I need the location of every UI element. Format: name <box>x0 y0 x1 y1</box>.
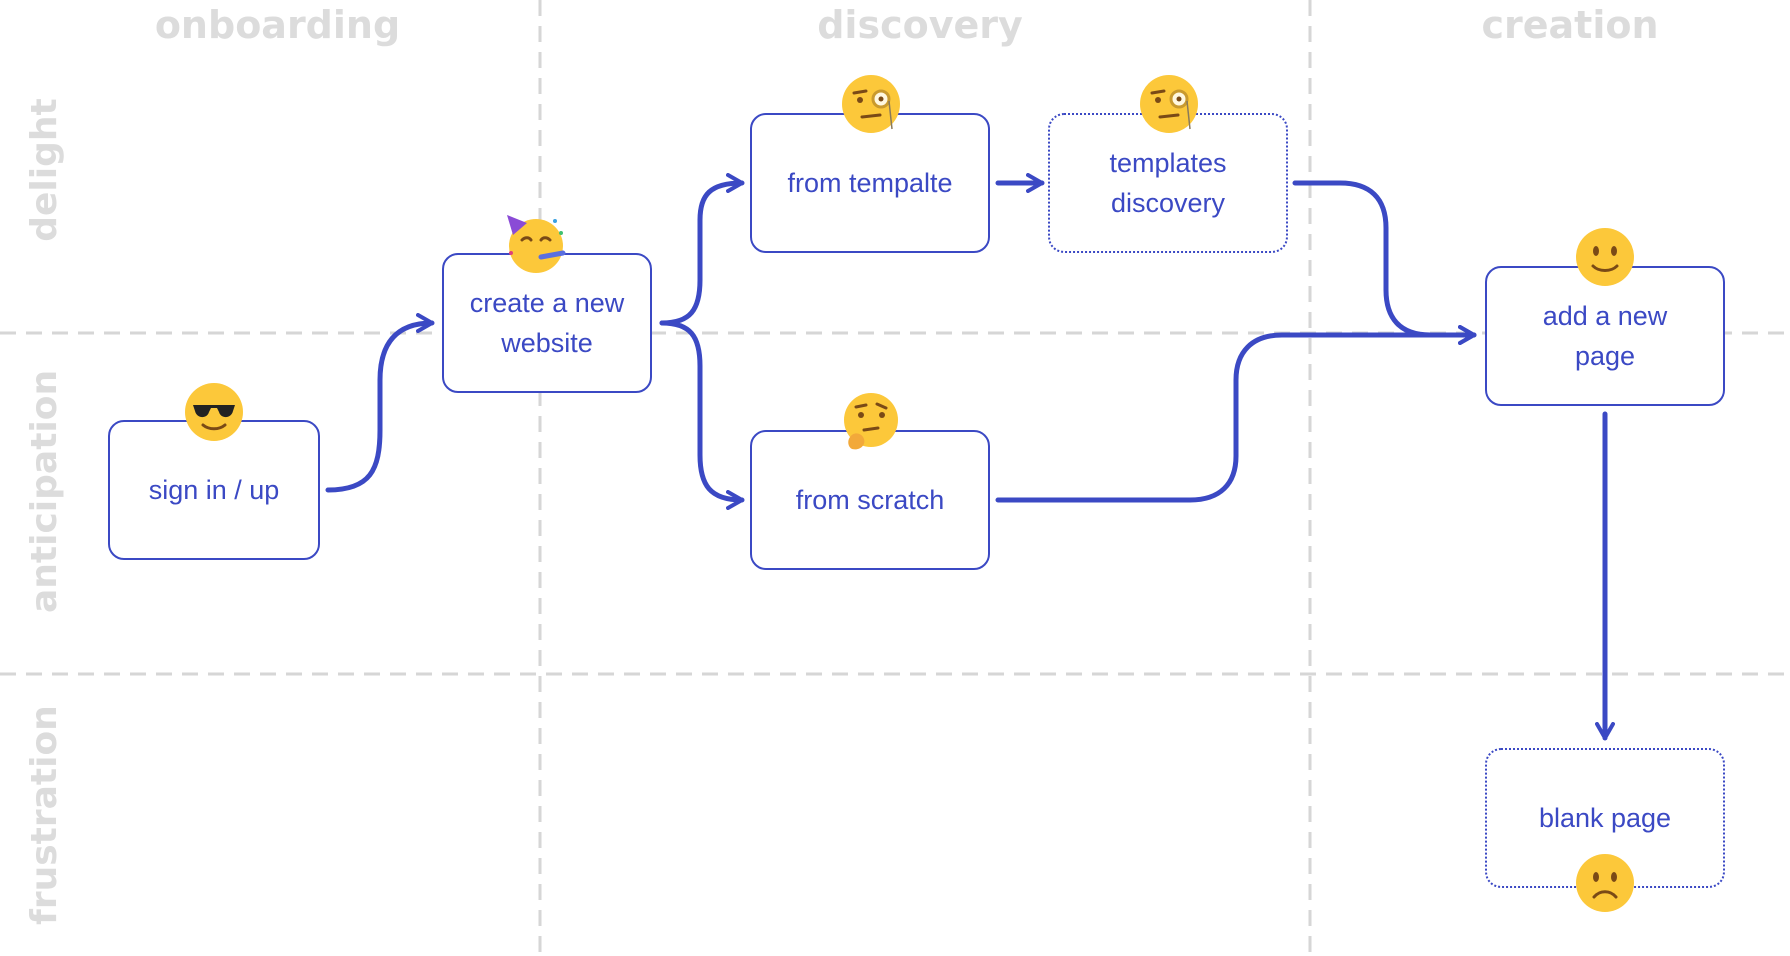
node-from-template[interactable]: from tempalte <box>750 113 990 253</box>
smiling-face-icon <box>1574 226 1636 288</box>
connector-create-to-template <box>659 173 745 326</box>
node-create-website[interactable]: create a new website <box>442 253 652 393</box>
connector-signin-to-create <box>325 313 435 493</box>
node-blank-page-label: blank page <box>1538 803 1672 833</box>
monocle-face-icon-2 <box>1138 73 1200 135</box>
party-face-icon <box>505 213 567 275</box>
connector-discovery-to-addpage <box>1292 180 1477 345</box>
thinking-face-icon <box>840 391 902 453</box>
node-from-template-label: from tempalte <box>787 168 953 198</box>
node-templates-discovery[interactable]: templates discovery <box>1048 113 1288 253</box>
node-create-website-label: create a new website <box>469 288 625 358</box>
monocle-face-icon <box>840 73 902 135</box>
node-sign-in-label: sign in / up <box>148 475 280 505</box>
connector-create-to-scratch <box>659 320 745 510</box>
column-title-discovery: discovery <box>817 3 1023 47</box>
node-from-scratch[interactable]: from scratch <box>750 430 990 570</box>
frowning-face-icon <box>1574 852 1636 914</box>
column-title-creation: creation <box>1481 3 1659 47</box>
sunglasses-face-icon <box>183 381 245 443</box>
node-from-scratch-label: from scratch <box>795 485 945 515</box>
node-templates-discovery-label: templates discovery <box>1109 148 1227 218</box>
node-add-page-label: add a new page <box>1542 301 1668 371</box>
connector-scratch-to-addpage <box>995 325 1477 503</box>
column-title-onboarding: onboarding <box>154 3 401 47</box>
row-title-frustration: frustration <box>24 705 65 925</box>
row-title-delight: delight <box>24 98 65 242</box>
row-title-anticipation: anticipation <box>24 369 65 613</box>
